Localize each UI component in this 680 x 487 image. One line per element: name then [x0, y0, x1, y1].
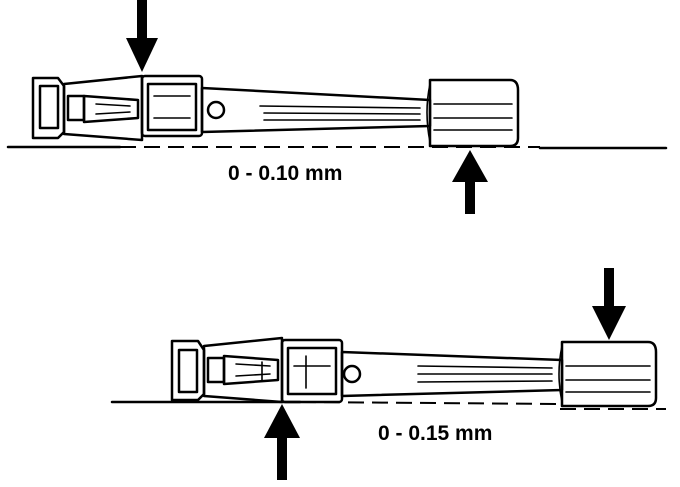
lower-up-arrow-icon — [264, 404, 300, 480]
upper-up-arrow-icon — [452, 150, 488, 214]
lower-gap-label: 0 - 0.15 mm — [378, 422, 492, 445]
lower-tool — [170, 336, 658, 408]
upper-tool — [31, 74, 520, 148]
upper-figure: 0 - 0.10 mm — [6, 0, 668, 214]
upper-down-arrow-icon — [126, 0, 158, 72]
lower-down-arrow-icon — [592, 268, 626, 340]
upper-reference-line — [6, 145, 668, 150]
upper-gap-label: 0 - 0.10 mm — [228, 162, 342, 185]
lower-figure: 0 - 0.15 mm — [110, 268, 666, 480]
